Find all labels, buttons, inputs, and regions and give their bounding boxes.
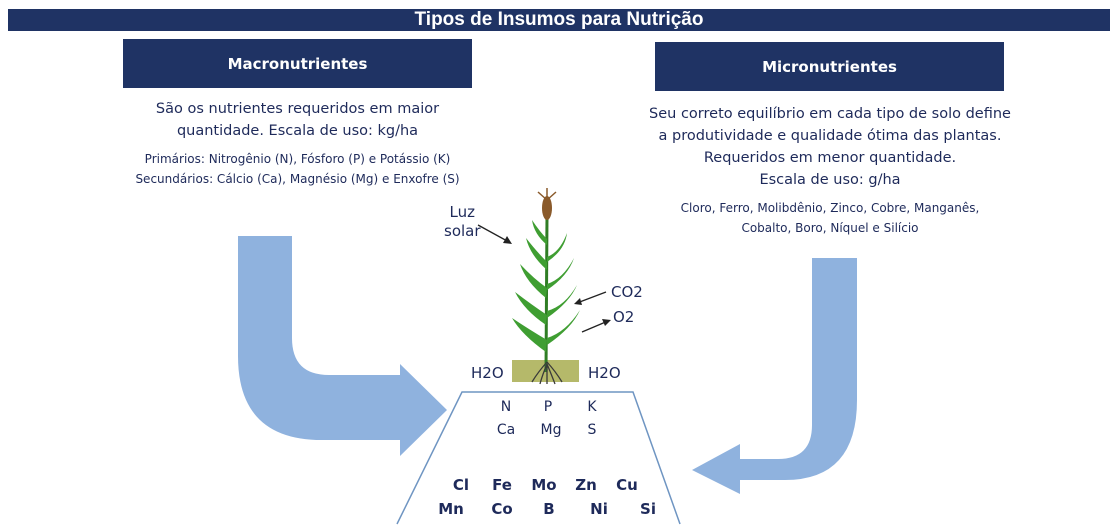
micronutrients-header-label: Micronutrientes bbox=[762, 57, 897, 76]
micro-symbol-ni: Ni bbox=[590, 500, 608, 518]
micronutrients-arrow-icon bbox=[692, 258, 857, 494]
micronutrients-description-line: a produtividade e qualidade ótima das pl… bbox=[658, 128, 1002, 144]
micro-symbol-fe: Fe bbox=[492, 476, 512, 494]
micronutrients-description: Seu correto equilíbrio em cada tipo de s… bbox=[640, 103, 1020, 191]
micronutrients-list-line: Cobalto, Boro, Níquel e Silício bbox=[741, 221, 919, 235]
macronutrients-header-label: Macronutrientes bbox=[227, 54, 368, 73]
macronutrients-description-line: São os nutrientes requeridos em maior bbox=[155, 101, 440, 117]
co2-label: CO2 bbox=[611, 283, 643, 301]
micro-symbol-cl: Cl bbox=[452, 476, 470, 494]
secondary-nutrients-text: Secundários: Cálcio (Ca), Magnésio (Mg) … bbox=[135, 172, 460, 186]
sunlight-arrow-icon bbox=[477, 224, 512, 244]
micro-symbol-co: Co bbox=[491, 500, 513, 518]
micronutrients-description-line: Seu correto equilíbrio em cada tipo de s… bbox=[649, 106, 1011, 122]
micro-symbol-b: B bbox=[543, 500, 555, 518]
primary-nutrients-text: Primários: Nitrogênio (N), Fósforo (P) e… bbox=[144, 152, 451, 166]
micronutrients-list: Cloro, Ferro, Molibdênio, Zinco, Cobre, … bbox=[640, 198, 1020, 238]
micro-symbol-zn: Zn bbox=[575, 476, 597, 494]
macro-symbol-mg: Mg bbox=[540, 422, 562, 438]
macro-symbol-p: P bbox=[543, 399, 553, 415]
o2-label: O2 bbox=[613, 308, 635, 326]
micronutrients-description-line: Escala de uso: g/ha bbox=[759, 172, 901, 188]
macro-symbol-n: N bbox=[500, 399, 512, 415]
h2o-right-label: H2O bbox=[588, 364, 621, 382]
h2o-left-label: H2O bbox=[471, 364, 504, 382]
micro-symbol-cu: Cu bbox=[616, 476, 638, 494]
micro-symbol-si: Si bbox=[640, 500, 656, 518]
sunlight-label-line: solar bbox=[444, 222, 481, 240]
macronutrients-description: São os nutrientes requeridos em maior qu… bbox=[120, 98, 475, 142]
corn-plant-icon bbox=[512, 188, 580, 385]
macronutrients-arrow-icon bbox=[238, 236, 447, 456]
macro-symbol-s: S bbox=[587, 422, 597, 438]
o2-arrow-icon bbox=[581, 319, 611, 333]
micro-symbol-mn: Mn bbox=[438, 500, 464, 518]
sunlight-label: Luz solar bbox=[444, 203, 481, 241]
page-title: Tipos de Insumos para Nutrição bbox=[8, 9, 1110, 31]
co2-arrow-icon bbox=[574, 291, 607, 305]
macronutrients-header: Macronutrientes bbox=[123, 39, 472, 88]
nutrient-trapezoid bbox=[396, 391, 681, 525]
macronutrients-description-line: quantidade. Escala de uso: kg/ha bbox=[176, 123, 419, 139]
micronutrients-header: Micronutrientes bbox=[655, 42, 1004, 91]
macro-symbol-ca: Ca bbox=[496, 422, 516, 438]
micronutrients-list-line: Cloro, Ferro, Molibdênio, Zinco, Cobre, … bbox=[680, 201, 980, 215]
macronutrients-list: Primários: Nitrogênio (N), Fósforo (P) e… bbox=[100, 149, 495, 189]
micro-symbol-mo: Mo bbox=[531, 476, 557, 494]
sunlight-label-line: Luz bbox=[449, 203, 475, 221]
macro-symbol-k: K bbox=[587, 399, 597, 415]
micronutrients-description-line: Requeridos em menor quantidade. bbox=[703, 150, 957, 166]
